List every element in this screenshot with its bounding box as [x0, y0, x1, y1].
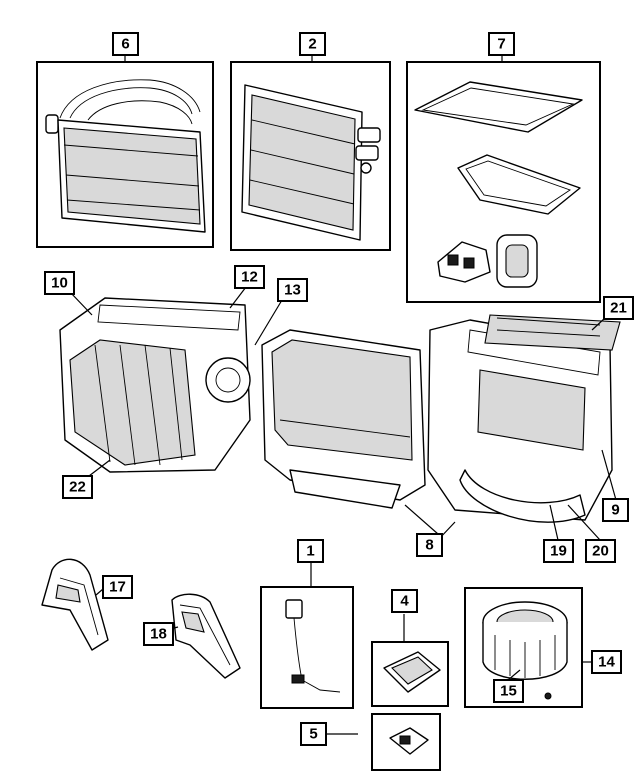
module-panel: [327, 713, 441, 771]
seal-kit-panel: [406, 55, 601, 303]
svg-text:9: 9: [611, 502, 619, 519]
svg-text:18: 18: [150, 626, 167, 643]
resistor-panel: [371, 614, 449, 707]
callout-20: 20: [585, 539, 616, 563]
evaporator-panel: [230, 55, 391, 251]
heater-core-panel: [36, 55, 214, 248]
svg-text:15: 15: [500, 683, 517, 700]
svg-text:17: 17: [109, 579, 126, 596]
callout-2: 2: [299, 32, 326, 56]
svg-text:10: 10: [51, 275, 68, 292]
callout-14: 14: [591, 650, 622, 674]
callout-17: 17: [102, 575, 133, 599]
svg-text:20: 20: [592, 543, 609, 560]
svg-text:21: 21: [610, 300, 627, 317]
callout-7: 7: [488, 32, 515, 56]
evaporator-illustration: [241, 84, 381, 241]
svg-text:4: 4: [400, 593, 409, 610]
hvac-housing-illustration: [59, 297, 621, 523]
callout-18: 18: [143, 622, 174, 646]
callout-1: 1: [297, 539, 324, 563]
callout-5: 5: [300, 722, 327, 746]
callout-6: 6: [112, 32, 139, 56]
resistor-illustration: [383, 651, 441, 693]
callout-22: 22: [62, 475, 93, 499]
blower-motor-panel: [464, 587, 592, 708]
svg-text:22: 22: [69, 479, 86, 496]
svg-text:14: 14: [598, 654, 615, 671]
seal-kit-illustration: [414, 81, 583, 288]
svg-text:5: 5: [309, 726, 317, 743]
sensor-panel: [260, 562, 354, 709]
svg-text:6: 6: [121, 36, 129, 53]
callout-9: 9: [602, 498, 629, 522]
callout-21: 21: [603, 296, 634, 320]
callout-4: 4: [391, 589, 418, 613]
svg-text:1: 1: [306, 543, 314, 560]
svg-text:19: 19: [550, 543, 567, 560]
module-illustration: [389, 727, 429, 755]
floor-duct-17-illustration: [41, 558, 109, 651]
callout-15: 15: [493, 679, 524, 703]
svg-text:12: 12: [241, 269, 258, 286]
sensor-illustration: [285, 599, 341, 693]
blower-motor-illustration: [482, 601, 568, 700]
callout-8: 8: [416, 533, 443, 557]
svg-text:8: 8: [425, 537, 433, 554]
heater-core-illustration: [45, 79, 206, 233]
svg-text:2: 2: [308, 36, 316, 53]
callout-13: 13: [277, 278, 308, 302]
callout-10: 10: [44, 271, 75, 295]
callout-12: 12: [234, 265, 265, 289]
callout-19: 19: [543, 539, 574, 563]
svg-text:7: 7: [497, 36, 505, 53]
svg-text:13: 13: [284, 282, 301, 299]
floor-duct-18-illustration: [171, 593, 241, 679]
